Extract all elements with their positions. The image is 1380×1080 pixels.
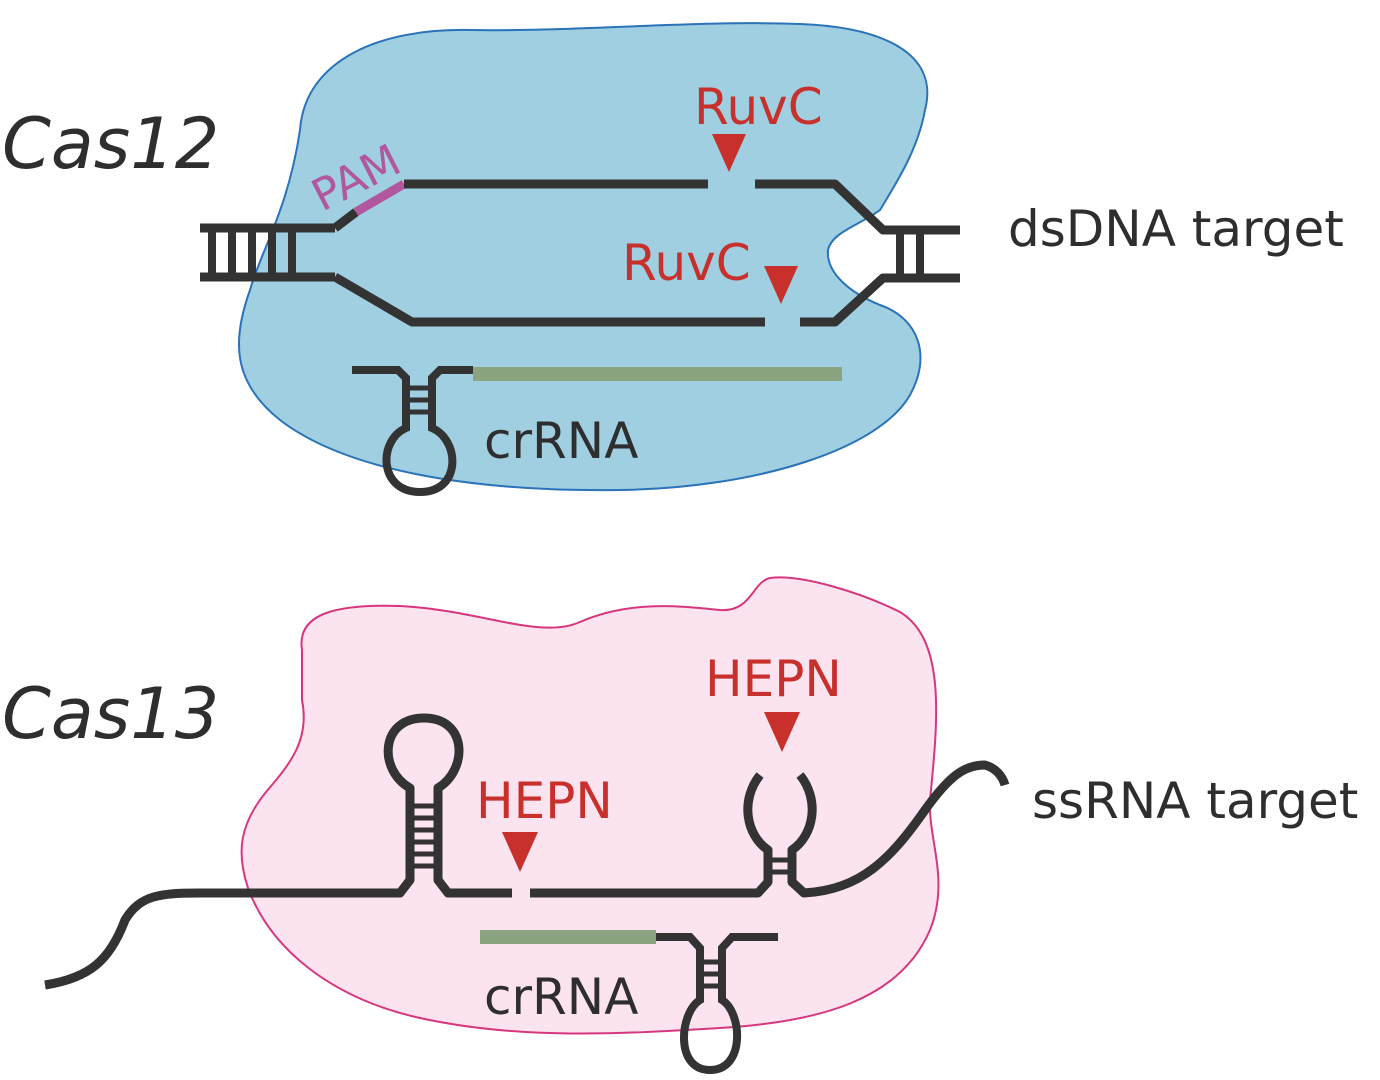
dsdna-target-label: dsDNA target bbox=[1008, 200, 1344, 258]
cas13-protein-blob bbox=[240, 576, 940, 1035]
ruvc-bottom-cut-marker bbox=[764, 266, 798, 304]
cas12-crrna-hairpin bbox=[352, 366, 473, 497]
cas13-panel: Cas13 HEPN HEPN ssRNA target crRNA bbox=[2, 576, 1358, 1075]
cas12-crrna-label: crRNA bbox=[484, 412, 638, 470]
cas12-bottom-strand-left bbox=[332, 273, 765, 327]
cas12-panel: Cas12 PAM RuvC RuvC dsDNA target crRNA bbox=[2, 22, 1344, 497]
cas12-dsdna-left-duplex bbox=[200, 223, 335, 282]
ruvc-top-cut-marker bbox=[712, 134, 746, 172]
cas13-ssrna-left-segment bbox=[44, 713, 512, 990]
cas13-ssrna-right-segment bbox=[530, 772, 773, 898]
ssrna-target-label: ssRNA target bbox=[1032, 772, 1358, 830]
cas13-ssrna-tail bbox=[787, 760, 1010, 898]
hepn-right-label: HEPN bbox=[705, 650, 842, 708]
hepn-left-cut-marker bbox=[502, 832, 538, 872]
pam-segment bbox=[353, 180, 407, 216]
hepn-right-cut-marker bbox=[764, 712, 800, 752]
cas12-top-strand-left bbox=[332, 208, 359, 232]
cas13-title: Cas13 bbox=[2, 673, 219, 755]
cas13-crrna-label: crRNA bbox=[484, 968, 638, 1026]
ruvc-top-label: RuvC bbox=[694, 78, 823, 136]
cas13-ssrna-left-hairpin-rungs bbox=[410, 803, 438, 869]
ruvc-bottom-label: RuvC bbox=[622, 234, 751, 292]
cas12-dsdna-right-duplex bbox=[896, 230, 924, 278]
cas13-crrna-hairpin bbox=[656, 933, 778, 1075]
cas12-title: Cas12 bbox=[2, 103, 219, 185]
cas13-ssrna-right-hairpin-rungs bbox=[768, 857, 792, 875]
hepn-left-label: HEPN bbox=[476, 772, 613, 830]
